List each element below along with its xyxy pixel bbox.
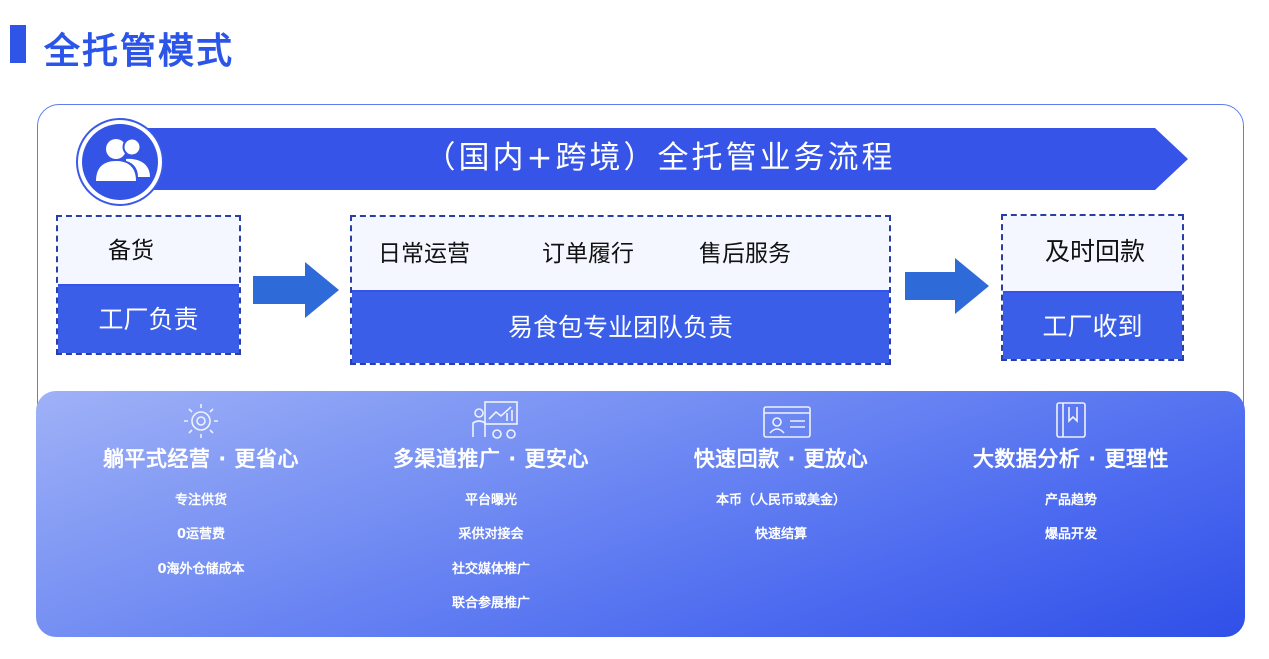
benefit-item: 快速结算 <box>754 527 807 542</box>
benefit-column: 快速回款 · 更放心 本币（人民币或美金） 快速结算 <box>631 391 931 637</box>
gear-icon <box>184 404 218 438</box>
benefit-title: 大数据分析 · 更理性 <box>972 447 1170 471</box>
benefit-item: 平台曝光 <box>464 493 517 508</box>
benefit-column: 多渠道推广 · 更安心 平台曝光 采供对接会 社交媒体推广 联合参展推广 <box>341 391 641 637</box>
benefit-title: 多渠道推广 · 更安心 <box>392 447 590 471</box>
step-stock: 备货 工厂负责 <box>56 215 241 355</box>
benefits-panel: 躺平式经营 · 更省心 专注供货 0运营费 0海外仓储成本 多渠道推广 · 更安… <box>36 391 1245 637</box>
benefit-item: 本币（人民币或美金） <box>715 493 846 508</box>
banner-arrow-shape <box>100 128 1188 190</box>
benefit-title: 快速回款 · 更放心 <box>693 447 869 471</box>
benefit-item: 联合参展推广 <box>451 596 530 611</box>
id-card-icon <box>763 406 811 438</box>
daily-operation-label: 日常运营 <box>378 241 470 267</box>
step-operations: 日常运营 订单履行 售后服务 易食包专业团队负责 <box>350 215 891 365</box>
step-payment: 及时回款 工厂收到 <box>1001 214 1184 361</box>
benefit-item: 产品趋势 <box>1044 493 1097 508</box>
benefit-column: 躺平式经营 · 更省心 专注供货 0运营费 0海外仓储成本 <box>51 391 351 637</box>
step-operations-owner: 易食包专业团队负责 <box>352 292 889 363</box>
users-icon <box>96 137 150 181</box>
benefit-item: 采供对接会 <box>458 527 524 542</box>
step-stock-label: 备货 <box>58 217 239 286</box>
benefit-item: 0运营费 <box>176 527 226 542</box>
benefit-title: 躺平式经营 · 更省心 <box>102 447 300 471</box>
benefit-item: 0海外仓储成本 <box>157 562 245 577</box>
presentation-chart-icon <box>472 401 518 439</box>
after-sales-label: 售后服务 <box>699 241 791 267</box>
order-fulfillment-label: 订单履行 <box>542 241 634 267</box>
step-operations-labels: 日常运营 订单履行 售后服务 <box>352 217 889 292</box>
benefit-column: 大数据分析 · 更理性 产品趋势 爆品开发 <box>921 391 1221 637</box>
title-accent-bar <box>10 25 26 63</box>
step-stock-owner: 工厂负责 <box>58 286 239 353</box>
step-payment-owner: 工厂收到 <box>1003 293 1182 359</box>
banner-title: （国内+跨境）全托管业务流程 <box>424 140 896 176</box>
benefit-item: 社交媒体推广 <box>451 562 530 577</box>
right-arrow-icon <box>253 262 339 318</box>
page-title: 全托管模式 <box>44 31 235 72</box>
book-icon <box>1056 402 1086 438</box>
right-arrow-icon <box>905 258 989 314</box>
users-avatar <box>76 118 164 206</box>
step-payment-label: 及时回款 <box>1003 216 1182 293</box>
benefit-item: 专注供货 <box>174 493 227 508</box>
benefit-item: 爆品开发 <box>1044 527 1097 542</box>
